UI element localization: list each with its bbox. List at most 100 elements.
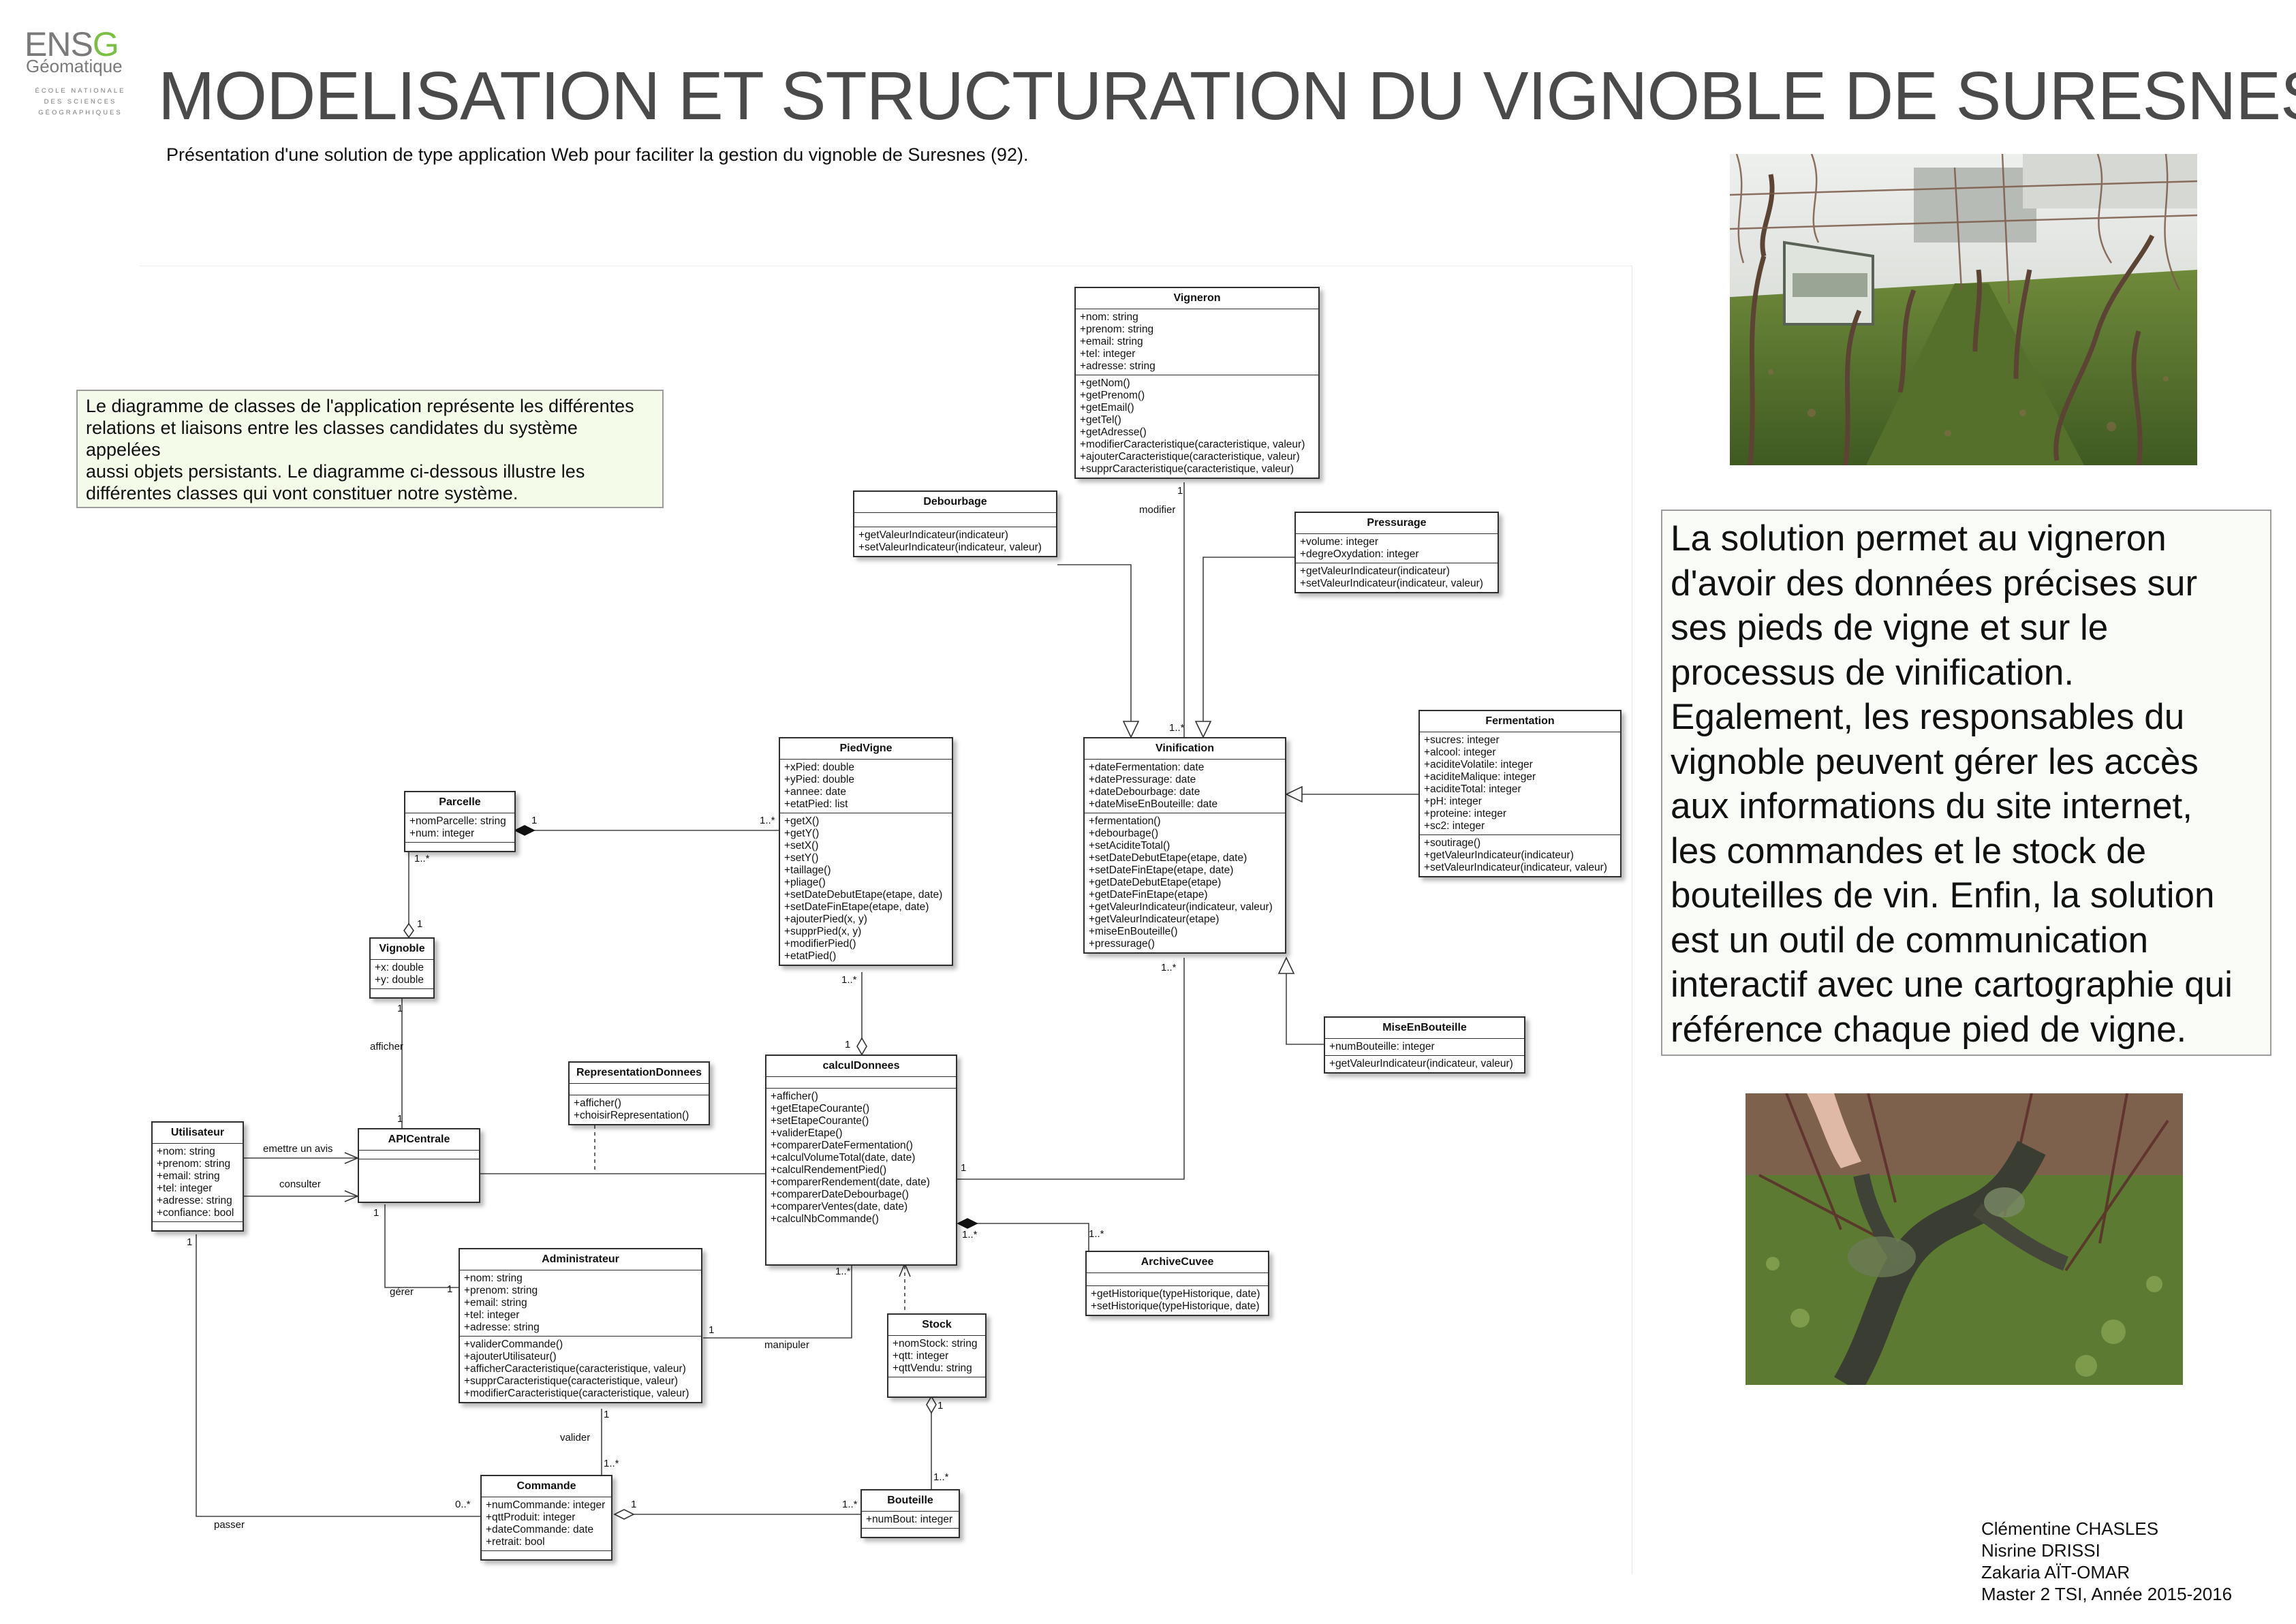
attribute: +tel: integer bbox=[464, 1309, 520, 1321]
operation: +afficher() bbox=[771, 1091, 818, 1102]
diamond-vignoble bbox=[403, 922, 414, 939]
attribute: +pH: integer bbox=[1424, 796, 1482, 807]
note-line: Le diagramme de classes de l'application… bbox=[86, 396, 634, 416]
class-name: Pressurage bbox=[1296, 513, 1498, 534]
class-commande: Commande +numCommande: integer +qttProdu… bbox=[480, 1475, 612, 1561]
class-name: Vigneron bbox=[1076, 288, 1318, 309]
diamond-commande bbox=[613, 1509, 635, 1520]
operation: +setDateDebutEtape(etape, date) bbox=[1089, 852, 1247, 864]
attribute: +y: double bbox=[375, 974, 424, 986]
operation: +setX() bbox=[784, 840, 819, 852]
attribute: +qttProduit: integer bbox=[486, 1512, 576, 1523]
class-fermentation: Fermentation +sucres: integer +alcool: i… bbox=[1418, 710, 1622, 877]
operation: +calculRendementPied() bbox=[771, 1164, 887, 1176]
author-line: Clémentine CHASLES bbox=[1981, 1518, 2159, 1539]
relation-label-emettre: emettre un avis bbox=[263, 1143, 333, 1155]
attribute: +email: string bbox=[1080, 336, 1143, 347]
vine-trunk-photo bbox=[1746, 1093, 2183, 1385]
class-name: Stock bbox=[888, 1315, 985, 1336]
class-name: calculDonnees bbox=[766, 1056, 956, 1077]
operation: +choisirRepresentation() bbox=[574, 1110, 689, 1121]
class-name: Parcelle bbox=[405, 792, 514, 813]
class-vignoble: Vignoble +x: double +y: double bbox=[369, 937, 435, 999]
attribute: +x: double bbox=[375, 962, 424, 973]
class-name: Utilisateur bbox=[153, 1123, 243, 1144]
class-stock: Stock +nomStock: string +qtt: integer +q… bbox=[887, 1313, 987, 1398]
attribute: +aciditeTotal: integer bbox=[1424, 783, 1521, 795]
diagram-description: Le diagramme de classes de l'application… bbox=[76, 390, 664, 508]
class-vigneron: Vigneron +nom: string +prenom: string +e… bbox=[1074, 287, 1320, 479]
operation: +setDateDebutEtape(etape, date) bbox=[784, 889, 943, 901]
class-utilisateur: Utilisateur +nom: string +prenom: string… bbox=[151, 1121, 244, 1232]
operation: +getAdresse() bbox=[1080, 426, 1147, 438]
relation-label-gerer: gérer bbox=[390, 1286, 414, 1298]
multiplicity: 1 bbox=[961, 1162, 967, 1174]
class-attributes: +nom: string +prenom: string +email: str… bbox=[1076, 309, 1318, 375]
class-attributes bbox=[570, 1084, 709, 1095]
operation: +soutirage() bbox=[1424, 837, 1481, 849]
logo-school-line: GÉOGRAPHIQUES bbox=[38, 109, 123, 116]
attribute: +prenom: string bbox=[157, 1158, 231, 1170]
class-name: MiseEnBouteille bbox=[1325, 1018, 1524, 1039]
class-operations: +validerCommande() +ajouterUtilisateur()… bbox=[460, 1336, 701, 1402]
attribute: +volume: integer bbox=[1300, 536, 1379, 548]
class-calculdonnees: calculDonnees +afficher() +getEtapeCoura… bbox=[765, 1055, 957, 1266]
class-operations bbox=[482, 1550, 611, 1559]
attribute: +annee: date bbox=[784, 786, 846, 798]
class-administrateur: Administrateur +nom: string +prenom: str… bbox=[459, 1248, 702, 1403]
logo-school-line: ÉCOLE NATIONALE bbox=[35, 87, 126, 95]
attribute: +numBout: integer bbox=[866, 1514, 953, 1525]
class-attributes: +nomParcelle: string +num: integer bbox=[405, 813, 514, 842]
attribute: +numCommande: integer bbox=[486, 1499, 606, 1511]
attribute: +etatPied: list bbox=[784, 798, 848, 810]
solution-description: La solution permet au vigneron d'avoir d… bbox=[1661, 510, 2271, 1056]
multiplicity: 1..* bbox=[841, 974, 857, 986]
class-bouteille: Bouteille +numBout: integer bbox=[860, 1489, 960, 1538]
operation: +fermentation() bbox=[1089, 815, 1161, 827]
attribute: +qtt: integer bbox=[893, 1350, 949, 1362]
operation: +miseEnBouteille() bbox=[1089, 926, 1178, 937]
multiplicity: 1 bbox=[1177, 485, 1183, 497]
operation: +supprCaracteristique(caracteristique, v… bbox=[464, 1375, 679, 1387]
class-attributes: +numBouteille: integer bbox=[1325, 1039, 1524, 1055]
page-title: MODELISATION ET STRUCTURATION DU VIGNOBL… bbox=[158, 58, 2296, 134]
operation: +taillage() bbox=[784, 864, 831, 876]
attribute: +dateMiseEnBouteille: date bbox=[1089, 798, 1218, 810]
info-line: ses pieds de vigne et sur le bbox=[1671, 608, 2109, 648]
attribute: +nom: string bbox=[157, 1146, 215, 1157]
operation: +getNom() bbox=[1080, 377, 1130, 389]
attribute: +aciditeVolatile: integer bbox=[1424, 759, 1533, 770]
attribute: +yPied: double bbox=[784, 774, 854, 785]
attribute: +adresse: string bbox=[1080, 360, 1155, 372]
operation: +validerEtape() bbox=[771, 1127, 843, 1139]
diamond-archive bbox=[957, 1218, 978, 1229]
line-api-admin bbox=[384, 1204, 459, 1288]
operation: +pressurage() bbox=[1089, 938, 1155, 950]
attribute: +nomParcelle: string bbox=[409, 815, 506, 827]
operation: +ajouterPied(x, y) bbox=[784, 914, 867, 925]
multiplicity: 1 bbox=[417, 918, 423, 930]
attribute: +qttVendu: string bbox=[893, 1362, 972, 1374]
diamond-parcelle bbox=[514, 825, 536, 836]
attribute: +confiance: bool bbox=[157, 1207, 234, 1219]
info-line: Egalement, les responsables du bbox=[1671, 697, 2185, 737]
class-name: Vignoble bbox=[371, 939, 433, 960]
operation: +getValeurIndicateur(etape) bbox=[1089, 914, 1220, 925]
class-name: RepresentationDonnees bbox=[570, 1063, 709, 1084]
class-pressurage: Pressurage +volume: integer +degreOxydat… bbox=[1294, 512, 1499, 593]
class-attributes bbox=[766, 1077, 956, 1088]
operation: +setValeurIndicateur(indicateur, valeur) bbox=[1424, 862, 1607, 873]
multiplicity: 1..* bbox=[760, 815, 775, 826]
attribute: +alcool: integer bbox=[1424, 747, 1496, 758]
class-parcelle: Parcelle +nomParcelle: string +num: inte… bbox=[404, 791, 516, 852]
operation: +getDateFinEtape(etape) bbox=[1089, 889, 1208, 901]
operation: +afficherCaracteristique(caracteristique… bbox=[464, 1363, 686, 1375]
diamond-stock bbox=[926, 1395, 937, 1414]
info-line: interactif avec une cartographie qui bbox=[1671, 965, 2233, 1005]
class-operations: +afficher() +getEtapeCourante() +setEtap… bbox=[766, 1088, 956, 1264]
operation: +comparerRendement(date, date) bbox=[771, 1176, 930, 1188]
multiplicity: 1..* bbox=[842, 1499, 858, 1510]
multiplicity: 1 bbox=[937, 1400, 944, 1411]
operation: +setAciditeTotal() bbox=[1089, 840, 1170, 852]
attribute: +datePressurage: date bbox=[1089, 774, 1196, 785]
